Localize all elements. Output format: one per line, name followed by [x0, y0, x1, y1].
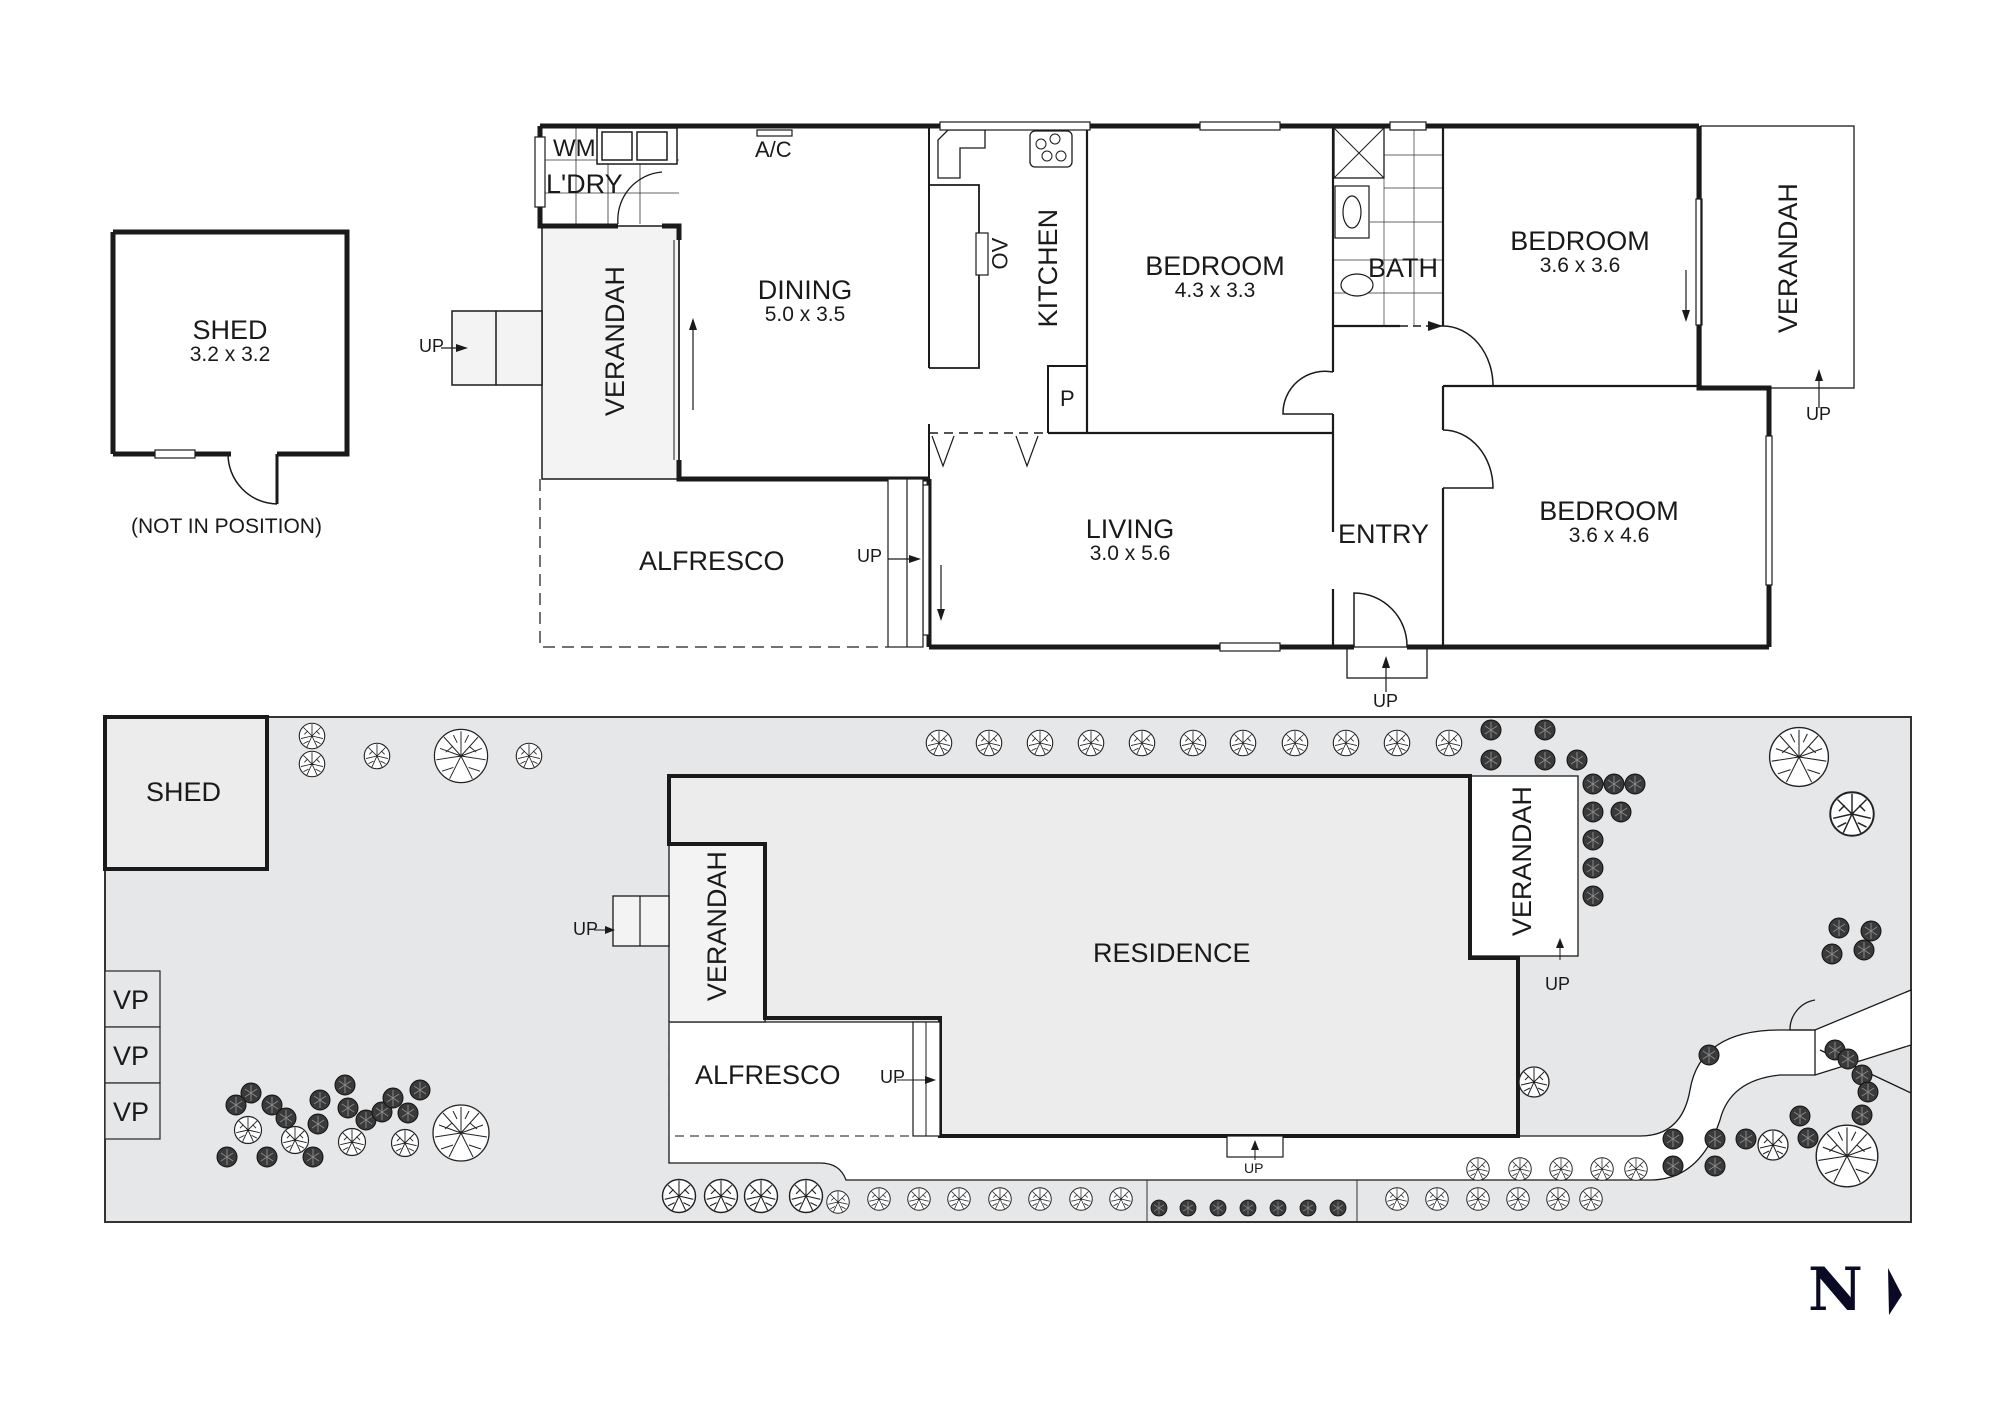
house-floorplan — [441, 121, 1855, 692]
verandah-west-label: VERANDAH — [599, 266, 630, 417]
vp-label-2: VP — [113, 1041, 150, 1071]
site-up-label-front: UP — [1244, 1160, 1264, 1176]
site-verandah-west-label: VERANDAH — [701, 851, 732, 1002]
bedroom1-label: BEDROOM 4.3 x 3.3 — [1130, 252, 1300, 302]
shed-name: SHED — [192, 315, 268, 345]
entry-label: ENTRY — [1338, 519, 1430, 549]
bath-label: BATH — [1368, 253, 1439, 283]
dining-name: DINING — [757, 275, 853, 305]
oven-label: OV — [987, 237, 1013, 270]
north-label: N — [1808, 1255, 1863, 1325]
alfresco-label: ALFRESCO — [639, 546, 785, 576]
bedroom2-dims: 3.6 x 3.6 — [1539, 254, 1621, 278]
bedroom1-dims: 4.3 x 3.3 — [1174, 279, 1256, 303]
living-name: LIVING — [1085, 514, 1175, 544]
site-shed-label: SHED — [146, 777, 222, 807]
bedroom2-name: BEDROOM — [1510, 226, 1650, 256]
site-alfresco-label: ALFRESCO — [695, 1060, 841, 1090]
bedroom1-name: BEDROOM — [1145, 251, 1285, 281]
ac-label: A/C — [755, 137, 792, 162]
shed-floorplan — [110, 229, 350, 505]
site-up-label-alfresco: UP — [880, 1067, 906, 1087]
verandah-east-label: VERANDAH — [1772, 183, 1803, 334]
kitchen-label: KITCHEN — [1032, 208, 1063, 328]
dining-label: DINING 5.0 x 3.5 — [745, 276, 865, 326]
bedroom3-name: BEDROOM — [1539, 496, 1679, 526]
living-label: LIVING 3.0 x 5.6 — [1045, 515, 1215, 565]
up-label-entry: UP — [1373, 691, 1399, 711]
north-arrow-icon — [1888, 1268, 1902, 1315]
living-dims: 3.0 x 5.6 — [1089, 542, 1171, 566]
up-label-west: UP — [419, 336, 445, 356]
vp-label-3: VP — [113, 1097, 150, 1127]
site-up-label-east: UP — [1545, 974, 1571, 994]
bedroom3-dims: 3.6 x 4.6 — [1568, 524, 1650, 548]
bedroom3-label: BEDROOM 3.6 x 4.6 — [1524, 497, 1694, 547]
up-label-alfresco: UP — [857, 546, 883, 566]
laundry-label: L'DRY — [546, 169, 623, 199]
shed-dims: 3.2 x 3.2 — [189, 343, 271, 367]
bedroom2-label: BEDROOM 3.6 x 3.6 — [1495, 227, 1665, 277]
shed-note: (NOT IN POSITION) — [131, 515, 322, 538]
laundry-wm-label: WM — [553, 135, 596, 162]
site-verandah-east-label: VERANDAH — [1506, 786, 1537, 937]
up-label-east: UP — [1806, 404, 1832, 424]
pantry-label: P — [1060, 386, 1075, 411]
site-plan — [103, 715, 1912, 1223]
vp-label-1: VP — [113, 985, 150, 1015]
dining-dims: 5.0 x 3.5 — [764, 303, 846, 327]
shed-label: SHED 3.2 x 3.2 — [170, 316, 290, 366]
residence-label: RESIDENCE — [1093, 938, 1251, 968]
site-up-label-west: UP — [573, 919, 599, 939]
